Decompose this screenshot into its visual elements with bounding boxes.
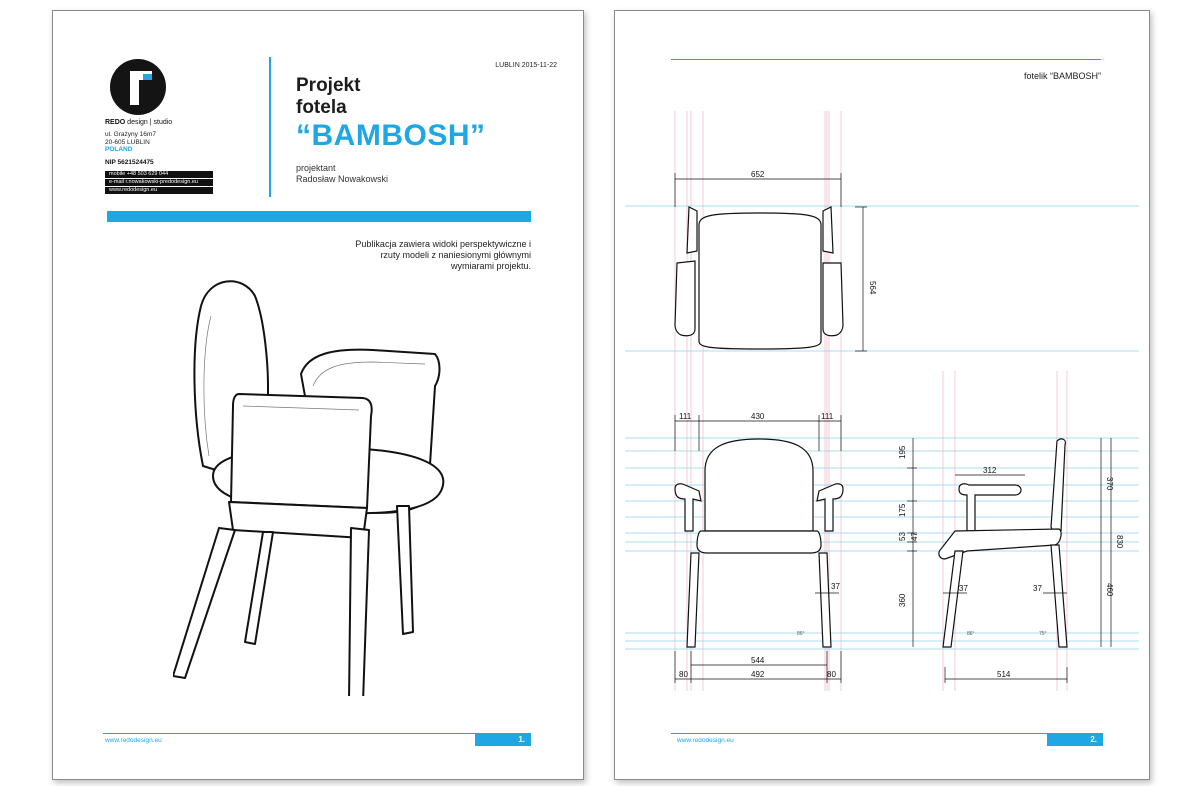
technical-drawings: 652 564 111 430 111 544 80 492 80 37 bbox=[625, 111, 1139, 691]
dim-side-total-h: 830 bbox=[1115, 535, 1124, 549]
dim-side-depth: 514 bbox=[997, 670, 1011, 679]
page-number: 1. bbox=[475, 733, 531, 746]
product-name: “BAMBOSH” bbox=[296, 119, 486, 152]
dim-top-depth: 564 bbox=[868, 281, 877, 295]
nip-number: NIP 5621524475 bbox=[105, 159, 154, 166]
dim-top-width: 652 bbox=[751, 170, 765, 179]
dim-front-seat: 430 bbox=[751, 412, 765, 421]
dim-front-arm-left: 111 bbox=[679, 412, 692, 421]
page-1: REDO design | studio ul. Grażyny 16m7 20… bbox=[52, 10, 584, 780]
studio-name: REDO design | studio bbox=[105, 119, 173, 126]
dim-side-h4: 47 bbox=[910, 532, 919, 541]
dim-side-leg-1: 37 bbox=[959, 584, 968, 593]
dim-front-foot-left: 80 bbox=[679, 670, 688, 679]
footer-url[interactable]: www.redodesign.eu bbox=[105, 737, 162, 744]
contact-block: mobile +48 503 629 044 e-mail r.nowakows… bbox=[105, 171, 213, 195]
email-address[interactable]: e-mail r.nowakowski-predodesign.eu bbox=[105, 179, 213, 186]
dim-front-base: 492 bbox=[751, 670, 765, 679]
page-number-2: 2. bbox=[1047, 733, 1103, 746]
dim-side-h2: 175 bbox=[898, 503, 907, 517]
dim-front-arm-right: 111 bbox=[821, 412, 834, 421]
dim-side-back-h: 370 bbox=[1105, 477, 1114, 491]
header-divider bbox=[269, 57, 271, 197]
studio-logo bbox=[110, 59, 166, 115]
dim-front-leg-span: 544 bbox=[751, 656, 765, 665]
footer-rule bbox=[103, 733, 531, 734]
accent-bar bbox=[107, 211, 531, 222]
footer-url-2[interactable]: www.redodesign.eu bbox=[677, 737, 734, 744]
dim-side-h1: 195 bbox=[898, 445, 907, 459]
logo-icon bbox=[130, 71, 152, 105]
website-link[interactable]: www.redodesign.eu bbox=[105, 187, 213, 194]
dim-side-leg-2: 37 bbox=[1033, 584, 1042, 593]
dim-side-angle-1: 86° bbox=[967, 631, 975, 637]
dim-side-angle-2: 75° bbox=[1039, 631, 1047, 637]
page-2: fotelik “BAMBOSH” bbox=[614, 10, 1150, 780]
intro-text: Publikacja zawiera widoki perspektywiczn… bbox=[355, 239, 531, 271]
header-rule bbox=[671, 59, 1101, 60]
document-date: LUBLIN 2015-11-22 bbox=[495, 62, 557, 69]
page-title: Projekt fotela bbox=[296, 75, 361, 118]
dim-side-lower-h: 460 bbox=[1105, 583, 1114, 597]
page-header-title: fotelik “BAMBOSH” bbox=[1023, 71, 1101, 81]
designer-credit: projektant Radosław Nowakowski bbox=[296, 163, 389, 184]
chair-perspective-drawing bbox=[173, 280, 445, 696]
dim-front-foot-right: 80 bbox=[827, 670, 836, 679]
mobile-number: mobile +48 503 629 044 bbox=[105, 171, 213, 178]
dim-side-h3: 53 bbox=[898, 532, 907, 541]
dim-side-seat-depth: 312 bbox=[983, 466, 997, 475]
dim-side-h5: 360 bbox=[898, 593, 907, 607]
studio-address: ul. Grażyny 16m7 20-605 LUBLIN POLAND bbox=[105, 131, 156, 153]
footer-rule-2 bbox=[671, 733, 1101, 734]
dim-front-angle: 86° bbox=[797, 631, 805, 637]
dim-front-leg: 37 bbox=[831, 582, 840, 591]
